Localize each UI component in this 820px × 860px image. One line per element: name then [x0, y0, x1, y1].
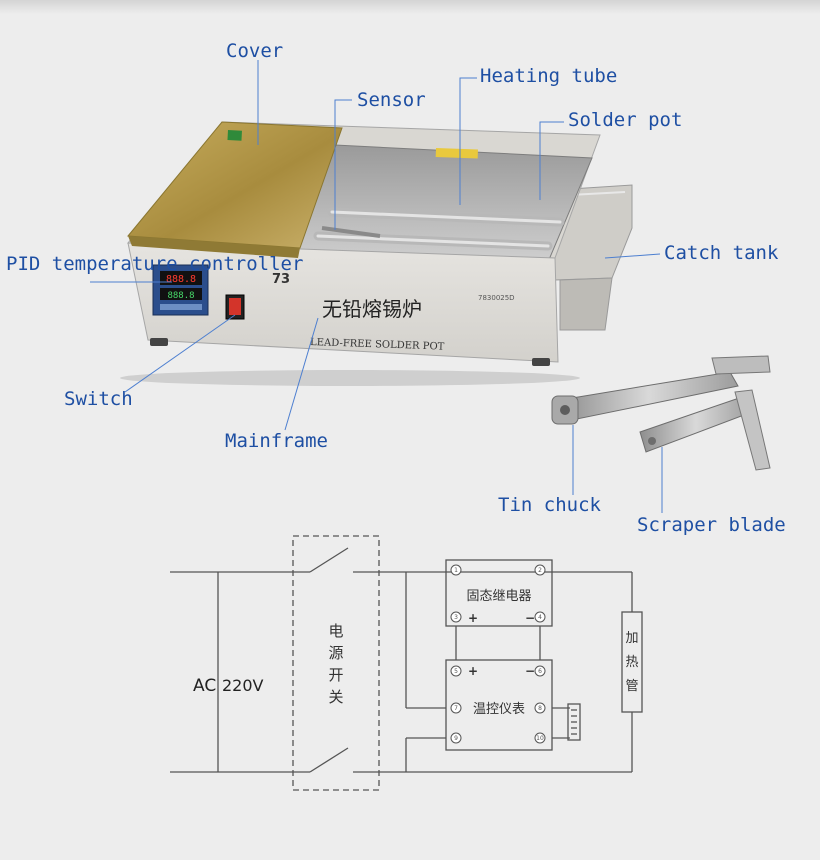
svg-text:7: 7	[454, 705, 458, 712]
svg-text:1: 1	[454, 567, 458, 574]
catch-tank	[554, 184, 633, 331]
solder-pot-device: 888.8 888.8 73 无铅熔锡炉 7830025D LEAD-FREE …	[120, 121, 633, 386]
power-switch-char: 源	[328, 644, 343, 662]
front-panel	[127, 242, 559, 363]
heater-char: 加	[625, 631, 638, 646]
power-switch-char: 关	[328, 688, 343, 706]
heating-tubes	[313, 207, 565, 251]
terminal: 8	[534, 702, 546, 714]
controller-box	[445, 659, 553, 751]
terminal: 3	[450, 611, 462, 623]
pid-controller: 888.8 888.8	[152, 264, 209, 316]
terminal: 5	[450, 665, 462, 677]
leader-solder-pot	[539, 121, 564, 200]
leader-switch	[124, 314, 236, 393]
svg-text:10: 10	[536, 735, 544, 742]
switch-contact-bottom	[309, 747, 349, 773]
leader-catch-tank	[604, 253, 661, 259]
cover-green-sticker	[227, 129, 242, 141]
sensor-probe	[321, 226, 381, 238]
svg-text:5: 5	[454, 668, 458, 675]
label-tin-chuck: Tin chuck	[498, 494, 601, 516]
power-switch-char: 开	[328, 666, 343, 684]
device-model: 7830025D	[478, 294, 515, 302]
svg-text:9: 9	[454, 735, 458, 742]
thermocouple-box	[567, 703, 581, 741]
terminal: 9	[450, 732, 462, 744]
relay-label: 固态继电器	[466, 589, 531, 604]
label-switch: Switch	[64, 388, 133, 410]
controller-label: 温控仪表	[473, 702, 525, 717]
label-cover: Cover	[226, 40, 284, 62]
terminal: 1	[450, 564, 462, 576]
label-heating-tube: Heating tube	[480, 65, 618, 87]
label-scraper-blade: Scraper blade	[637, 514, 786, 536]
relay-plus-sign: +	[468, 611, 478, 625]
foot-right	[532, 358, 550, 366]
leader-sensor	[334, 99, 352, 230]
switch-contact-top	[309, 547, 349, 573]
terminal: 10	[534, 732, 546, 744]
tin-chuck-tool	[551, 355, 771, 425]
tools	[551, 355, 771, 471]
label-mainframe: Mainframe	[225, 430, 328, 452]
terminals: 1 2 3 4 5 6 7 8 9 10	[450, 564, 546, 744]
heater-char: 热	[625, 655, 638, 670]
label-pid-controller: PID temperature controller	[6, 253, 304, 275]
label-catch-tank: Catch tank	[664, 242, 779, 264]
svg-text:4: 4	[538, 614, 542, 621]
svg-text:6: 6	[538, 668, 542, 675]
terminal: 4	[534, 611, 546, 623]
ac-label: AC	[193, 676, 216, 696]
svg-text:8: 8	[538, 705, 542, 712]
controller-minus-sign: −	[525, 664, 535, 678]
power-switch-char: 电	[328, 622, 343, 640]
power-switch-box	[292, 535, 380, 791]
top-shadow-band	[0, 0, 820, 14]
heater-box	[621, 611, 643, 713]
label-solder-pot: Solder pot	[568, 109, 683, 131]
rocker-switch	[225, 294, 245, 320]
controller-plus-sign: +	[468, 664, 478, 678]
device-shadow	[120, 370, 580, 386]
brand-logo: 73	[272, 272, 290, 287]
leader-mainframe	[284, 317, 319, 431]
terminal: 7	[450, 702, 462, 714]
leader-lines	[90, 60, 663, 513]
device-name-chinese: 无铅熔锡炉	[322, 297, 422, 321]
terminal: 6	[534, 665, 546, 677]
pid-display-top: 888.8	[166, 274, 196, 285]
relay-box	[445, 559, 553, 627]
ac-voltage: 220V	[222, 676, 264, 695]
circuit-schematic	[170, 535, 643, 791]
relay-minus-sign: −	[525, 611, 535, 625]
warning-sticker	[435, 148, 478, 159]
scraper-blade-tool	[639, 389, 771, 471]
svg-text:3: 3	[454, 614, 458, 621]
device-name-english: LEAD-FREE SOLDER POT	[310, 337, 445, 353]
leader-heating-tube	[459, 77, 477, 205]
circuit-text: 电 源 开 关 AC 220V 固态继电器 温控仪表 + − + − 加 热 管	[193, 589, 639, 717]
foot-left	[150, 338, 168, 346]
cover-edge	[128, 236, 300, 258]
pid-display-bottom: 888.8	[167, 291, 194, 301]
terminal: 2	[534, 564, 546, 576]
label-sensor: Sensor	[357, 89, 426, 111]
svg-text:2: 2	[538, 567, 542, 574]
heater-char: 管	[625, 679, 638, 694]
